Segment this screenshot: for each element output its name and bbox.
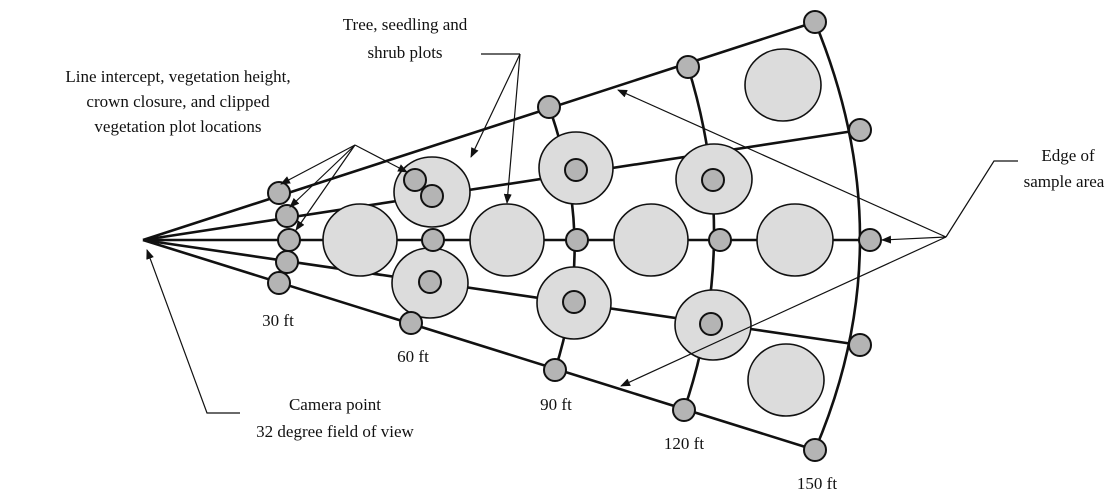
marker-90ft xyxy=(562,290,586,314)
marker-120ft xyxy=(701,168,725,192)
arrow-line-intercept xyxy=(354,144,408,173)
arrow-line-intercept xyxy=(289,144,356,208)
marker-120ft xyxy=(708,228,732,252)
edge-leader xyxy=(945,160,1018,238)
marker-90ft xyxy=(565,228,589,252)
marker-60ft xyxy=(399,311,423,335)
ray-inner-top xyxy=(142,128,861,242)
ray-outer-top xyxy=(142,20,816,242)
location-markers xyxy=(267,10,882,462)
arrow-edge xyxy=(620,236,947,387)
plot-circle xyxy=(613,203,689,277)
marker-60ft xyxy=(420,184,444,208)
marker-90ft xyxy=(543,358,567,382)
marker-30ft xyxy=(267,271,291,295)
plot-circle xyxy=(756,203,834,277)
camera-label: 32 degree field of view xyxy=(256,422,414,441)
tree-plots-label: shrub plots xyxy=(367,43,442,62)
line-intercept-label: Line intercept, vegetation height, xyxy=(65,67,290,86)
arrow-line-intercept xyxy=(295,144,356,231)
arrow-edge xyxy=(881,235,947,244)
marker-60ft xyxy=(403,168,427,192)
marker-30ft xyxy=(275,204,299,228)
marker-120ft xyxy=(672,398,696,422)
line-intercept-label: crown closure, and clipped xyxy=(86,92,270,111)
distance-label-60ft: 60 ft xyxy=(397,347,429,366)
marker-30ft xyxy=(275,250,299,274)
marker-30ft xyxy=(277,228,301,252)
plot-circle xyxy=(322,203,398,277)
tree-plots-label: Tree, seedling and xyxy=(343,15,468,34)
marker-90ft xyxy=(537,95,561,119)
diagram-labels: Line intercept, vegetation height, crown… xyxy=(65,15,1104,493)
marker-120ft xyxy=(699,312,723,336)
plot-circle xyxy=(747,343,825,417)
line-intercept-label: vegetation plot locations xyxy=(94,117,261,136)
marker-60ft xyxy=(418,270,442,294)
camera-label: Camera point xyxy=(289,395,381,414)
marker-150ft xyxy=(803,10,827,34)
distance-label-120ft: 120 ft xyxy=(664,434,704,453)
plot-circle xyxy=(469,203,545,277)
distance-label-150ft: 150 ft xyxy=(797,474,837,493)
arrow-line-intercept xyxy=(280,144,356,185)
marker-30ft xyxy=(267,181,291,205)
edge-label: sample area xyxy=(1024,172,1105,191)
annotation-arrows xyxy=(146,53,1018,414)
distance-label-30ft: 30 ft xyxy=(262,311,294,330)
marker-150ft xyxy=(858,228,882,252)
camera-leader xyxy=(146,249,240,414)
arrow-tree-plots xyxy=(470,53,521,158)
marker-60ft xyxy=(421,228,445,252)
marker-120ft xyxy=(676,55,700,79)
plot-circle xyxy=(744,48,822,122)
ray-outer-bottom xyxy=(142,238,816,452)
marker-150ft xyxy=(848,333,872,357)
edge-label: Edge of xyxy=(1041,146,1095,165)
marker-150ft xyxy=(803,438,827,462)
arrow-tree-plots xyxy=(503,53,521,204)
arrow-edge xyxy=(617,89,947,238)
marker-150ft xyxy=(848,118,872,142)
distance-label-90ft: 90 ft xyxy=(540,395,572,414)
marker-90ft xyxy=(564,158,588,182)
